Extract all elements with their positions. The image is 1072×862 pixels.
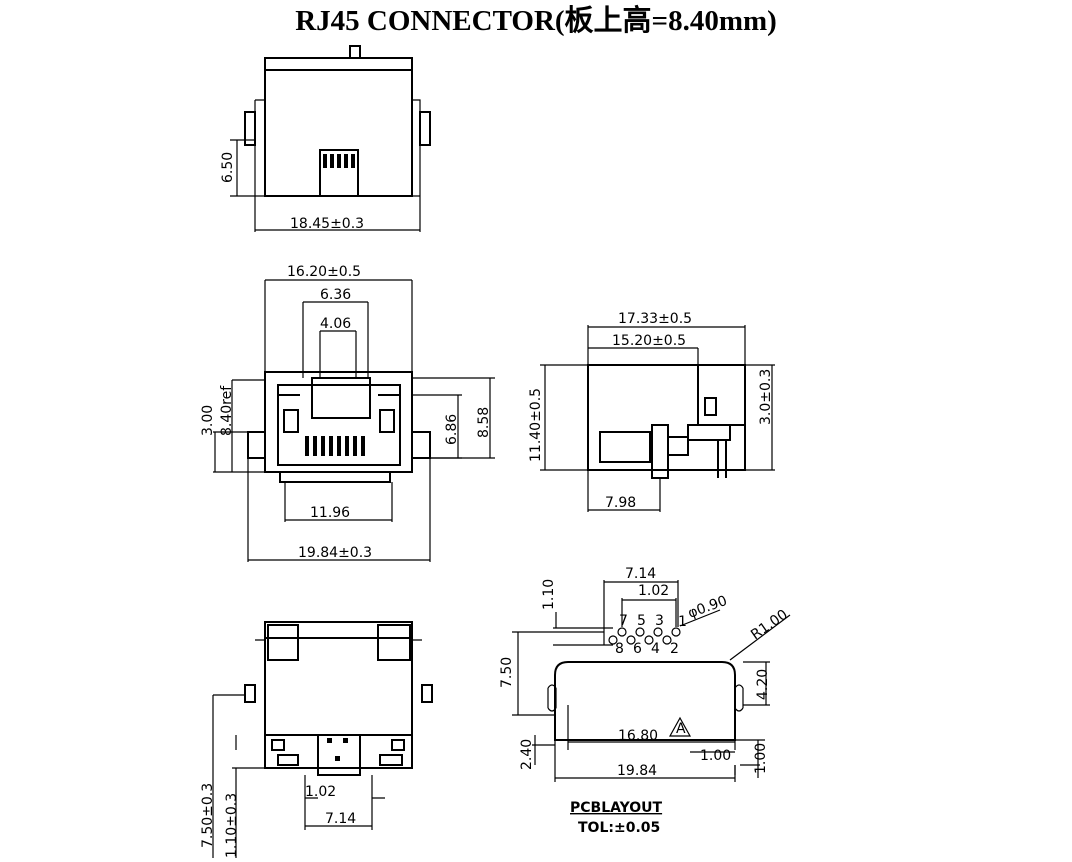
pcb-dim-100a: 1.00 <box>700 748 731 764</box>
pcb-pin-numbers-top: 7 5 3 1 <box>619 613 687 630</box>
drawing-title: RJ45 CONNECTOR(板上高=8.40mm) <box>295 5 777 37</box>
side-dim-798: 7.98 <box>605 495 636 511</box>
side-view <box>540 325 775 512</box>
rear-dim-102: 1.02 <box>305 784 336 800</box>
front-dim-1620: 16.20±0.5 <box>287 264 361 280</box>
pcb-dim-240: 2.40 <box>519 739 535 770</box>
pin-label: 5 <box>637 613 646 629</box>
front-dim-1984: 19.84±0.3 <box>298 545 372 561</box>
side-dim-1140: 11.40±0.5 <box>528 388 544 462</box>
top-dim-1845: 18.45±0.3 <box>290 216 364 232</box>
front-dim-840: 8.40ref <box>219 385 235 436</box>
front-dim-686: 6.86 <box>444 414 460 445</box>
pin-label: 2 <box>670 641 679 657</box>
rear-dim-110: 1.10±0.3 <box>224 793 240 858</box>
front-view <box>213 279 495 562</box>
pcb-tolerance-label: TOL:±0.05 <box>578 820 660 836</box>
pcb-layout-view <box>512 580 791 782</box>
top-dim-650: 6.50 <box>220 152 236 183</box>
pcb-dim-1680: 16.80 <box>618 728 658 744</box>
pin-label: 6 <box>633 641 642 657</box>
pin-label: 8 <box>615 641 624 657</box>
side-dim-30: 3.0±0.3 <box>758 369 774 425</box>
pcb-dim-420: 4.20 <box>755 669 771 700</box>
pin-label: 7 <box>619 613 628 629</box>
side-dim-1733: 17.33±0.5 <box>618 311 692 327</box>
pcb-dim-714: 7.14 <box>625 566 656 582</box>
pcb-dim-750: 7.50 <box>499 657 515 688</box>
side-dim-1520: 15.20±0.5 <box>612 333 686 349</box>
top-view <box>230 45 431 232</box>
pcb-dim-110: 1.10 <box>541 579 557 610</box>
pcb-dim-090: φ0.90 <box>686 593 729 622</box>
pcb-pin-numbers-bottom: 8 6 4 2 <box>615 641 679 657</box>
rear-dim-750: 7.50±0.3 <box>200 783 216 848</box>
front-dim-300: 3.00 <box>200 405 216 436</box>
pcb-mark-a: A <box>676 721 686 737</box>
pin-label: 4 <box>651 641 660 657</box>
rear-view <box>212 621 433 858</box>
pcb-dim-1984: 19.84 <box>617 763 657 779</box>
pcb-dim-r100: R1.00 <box>748 607 791 644</box>
front-dim-858: 8.58 <box>476 407 492 438</box>
pcb-dim-100b: 1.00 <box>753 743 769 774</box>
front-dim-1196: 11.96 <box>310 505 350 521</box>
pcb-layout-label: PCBLAYOUT <box>570 800 663 816</box>
front-dim-406: 4.06 <box>320 316 351 332</box>
front-dim-636: 6.36 <box>320 287 351 303</box>
pin-label: 3 <box>655 613 664 629</box>
pin-label: 1 <box>678 614 687 630</box>
pcb-dim-102: 1.02 <box>638 583 669 599</box>
rear-dim-714: 7.14 <box>325 811 356 827</box>
